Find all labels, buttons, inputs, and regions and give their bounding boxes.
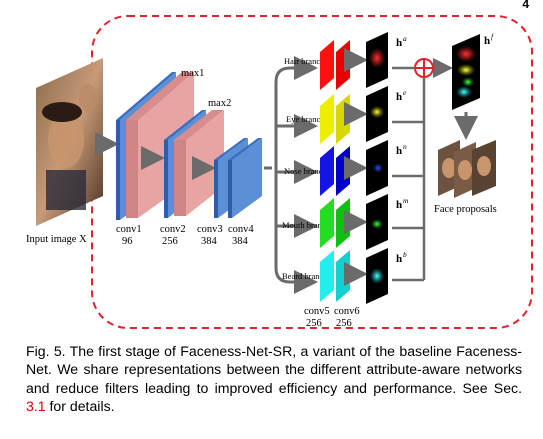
eye-branch-blocks [320, 94, 368, 144]
input-label: Input image X [26, 234, 87, 245]
nose-branch-blocks [320, 146, 368, 196]
map-symbol-nose: h n [396, 142, 407, 157]
caption-text-end: for details. [49, 398, 115, 415]
beard-branch-blocks [320, 250, 368, 302]
svg-text:e: e [403, 88, 407, 97]
branch-label-eye: Eye branch [286, 114, 325, 124]
conv4-channels: 384 [232, 236, 249, 247]
branch-label-mouth: Mouth branch [282, 220, 331, 230]
conv2-label: conv2 [160, 224, 186, 235]
heatmap-eye [366, 86, 388, 142]
svg-text:n: n [403, 142, 407, 151]
conv1-channels: 96 [122, 236, 133, 247]
map-symbol-beard: h b [396, 250, 407, 265]
conv6-label: conv6 [334, 306, 360, 317]
svg-text:h: h [484, 35, 490, 47]
svg-text:h: h [396, 253, 402, 265]
svg-text:b: b [403, 250, 407, 259]
map-symbol-hair: h a [396, 34, 407, 49]
hair-branch-blocks [320, 40, 368, 90]
max2-label: max2 [208, 98, 231, 109]
conv3-channels: 384 [201, 236, 218, 247]
svg-text:h: h [396, 145, 402, 157]
conv4-block [228, 138, 262, 218]
conv6-channels: 256 [336, 318, 352, 329]
architecture-figure: Input image X max1 max2 c [26, 15, 533, 329]
fused-map-symbol: h f [484, 32, 494, 47]
branch-label-nose: Nose branch [284, 166, 327, 176]
plus-icon [414, 58, 434, 78]
heatmap-beard [366, 248, 388, 304]
branch-connector [264, 56, 318, 294]
input-image [36, 58, 103, 226]
section-reference-link[interactable]: 3.1 [26, 398, 46, 415]
fusion-lines [392, 58, 453, 282]
conv5-label: conv5 [304, 306, 330, 317]
page-number: 4 [522, 0, 529, 11]
max1-label: max1 [181, 68, 204, 79]
svg-text:a: a [403, 34, 407, 43]
fused-heatmap [452, 34, 480, 110]
svg-text:h: h [396, 91, 402, 103]
conv2-channels: 256 [162, 236, 178, 247]
svg-text:h: h [396, 37, 402, 49]
branch-label-hair: Hair branch [284, 56, 325, 66]
conv4-label: conv4 [228, 224, 254, 235]
caption-text: Fig. 5. The first stage of Faceness-Net-… [26, 343, 522, 396]
figure-caption: Fig. 5. The first stage of Faceness-Net-… [26, 342, 522, 416]
heatmap-hair [366, 32, 388, 88]
svg-text:m: m [403, 196, 409, 205]
face-proposals-image [438, 140, 496, 198]
face-proposals-label: Face proposals [434, 204, 497, 215]
map-symbol-eye: h e [396, 88, 407, 103]
branch-label-beard: Beard branch [282, 271, 328, 281]
heatmap-mouth [366, 194, 388, 250]
svg-text:f: f [491, 32, 494, 41]
conv5-channels: 256 [306, 318, 322, 329]
conv3-label: conv3 [197, 224, 223, 235]
map-symbol-mouth: h m [396, 196, 409, 211]
svg-text:h: h [396, 199, 402, 211]
mouth-branch-blocks [320, 198, 368, 248]
heatmap-nose [366, 140, 388, 196]
conv1-label: conv1 [116, 224, 142, 235]
